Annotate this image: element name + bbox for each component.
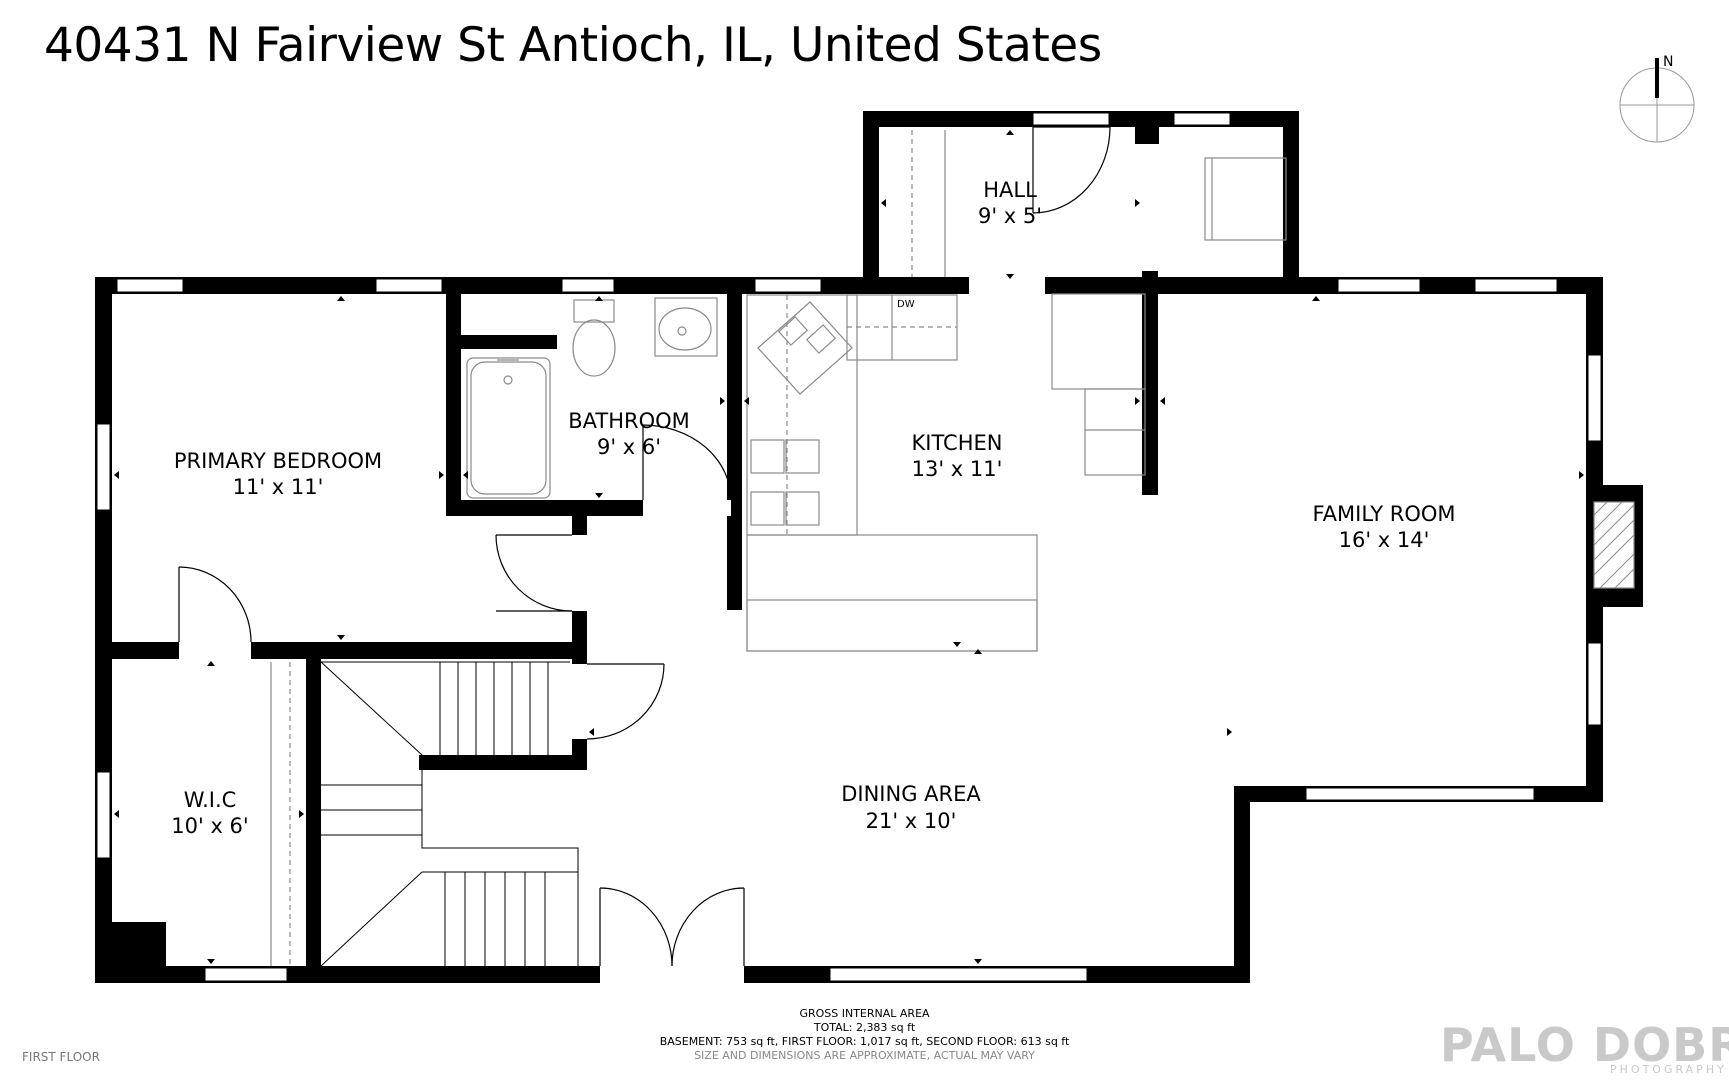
door-swings (178, 126, 1111, 967)
family-room-name: FAMILY ROOM (1312, 502, 1455, 526)
gross-area-heading: GROSS INTERNAL AREA (799, 1007, 930, 1020)
gross-area-breakdown: BASEMENT: 753 sq ft, FIRST FLOOR: 1,017 … (659, 1035, 1070, 1048)
plan-title: 40431 N Fairview St Antioch, IL, United … (44, 18, 1102, 73)
gross-area-total: TOTAL: 2,383 sq ft (813, 1021, 916, 1034)
brand-name: PALO DOBRIK (1440, 1018, 1729, 1072)
brand-logo: PALO DOBRIK (1440, 1018, 1729, 1072)
bathroom-name: BATHROOM (568, 409, 690, 433)
hall-dims: 9' x 5' (978, 204, 1042, 228)
floor-name: FIRST FLOOR (22, 1050, 100, 1064)
dining-area-name: DINING AREA (841, 782, 981, 806)
measure-markers (114, 130, 1584, 964)
compass-icon: N (1619, 54, 1695, 143)
primary-bedroom-dims: 11' x 11' (233, 475, 324, 499)
dishwasher-label: DW (897, 299, 915, 310)
brand-tagline: PHOTOGRAPHY (1610, 1063, 1727, 1076)
staircase (320, 661, 579, 967)
bathroom-dims: 9' x 6' (597, 435, 661, 459)
size-disclaimer: SIZE AND DIMENSIONS ARE APPROXIMATE, ACT… (694, 1049, 1035, 1062)
door-openings (179, 500, 744, 983)
kitchen-name: KITCHEN (912, 431, 1003, 455)
fixtures: DW (270, 130, 1635, 966)
family-room-dims: 16' x 14' (1339, 528, 1430, 552)
wic-name: W.I.C (184, 788, 237, 812)
hall-name: HALL (983, 178, 1037, 202)
wic-dims: 10' x 6' (171, 814, 248, 838)
primary-bedroom-name: PRIMARY BEDROOM (174, 449, 382, 473)
room-labels: HALL 9' x 5' PRIMARY BEDROOM 11' x 11' B… (171, 178, 1455, 838)
windows (96, 112, 1602, 982)
compass-north-label: N (1663, 54, 1673, 70)
dining-area-dims: 21' x 10' (866, 809, 957, 833)
kitchen-dims: 13' x 11' (912, 457, 1003, 481)
